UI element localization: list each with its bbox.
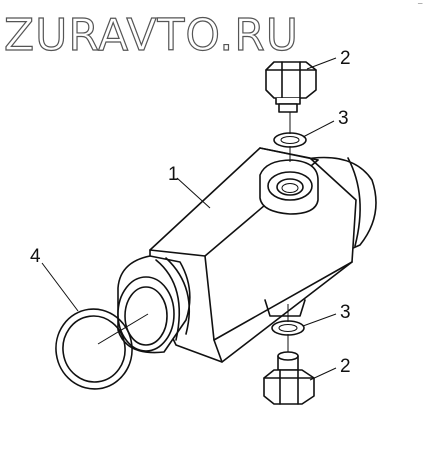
callout-number: 2 (340, 356, 351, 377)
washer-bottom-part (271, 320, 305, 336)
o-ring-part (55, 308, 149, 390)
plug-bottom-part (263, 351, 315, 405)
corner-mark: ¯ (417, 3, 423, 12)
valve-body-part (117, 147, 377, 363)
leader-lines (41, 57, 337, 381)
callout-number: 1 (168, 164, 179, 185)
callout-number: 3 (340, 302, 351, 323)
callout-number: 3 (338, 108, 349, 129)
axis-lines (287, 112, 291, 352)
washer-top-part (273, 132, 307, 148)
watermark-logo: ZURAVTO.RU (4, 10, 299, 61)
bolt-top-part (265, 61, 317, 113)
callout-number: 4 (30, 246, 41, 267)
callout-number: 2 (340, 48, 351, 69)
